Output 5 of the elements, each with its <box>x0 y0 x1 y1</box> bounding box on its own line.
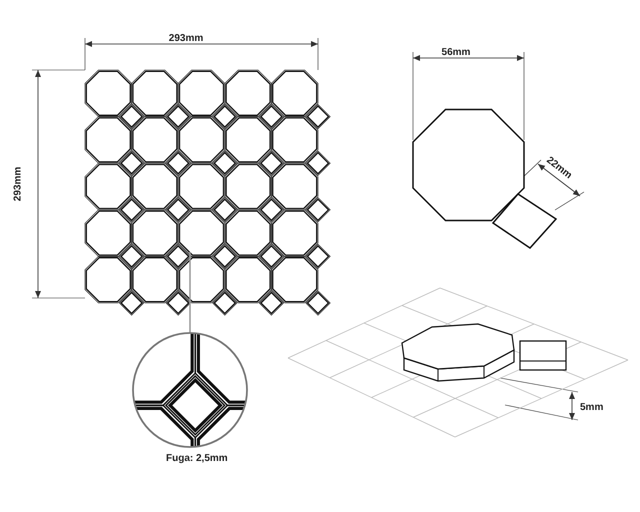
dimension-label: 56mm <box>442 47 470 58</box>
dimension-label: 293mm <box>168 33 204 44</box>
dimension-label: 293mm <box>12 166 24 202</box>
caption: Fuga: 2,5mm <box>166 453 228 464</box>
dimension-label: 5mm <box>580 402 604 413</box>
